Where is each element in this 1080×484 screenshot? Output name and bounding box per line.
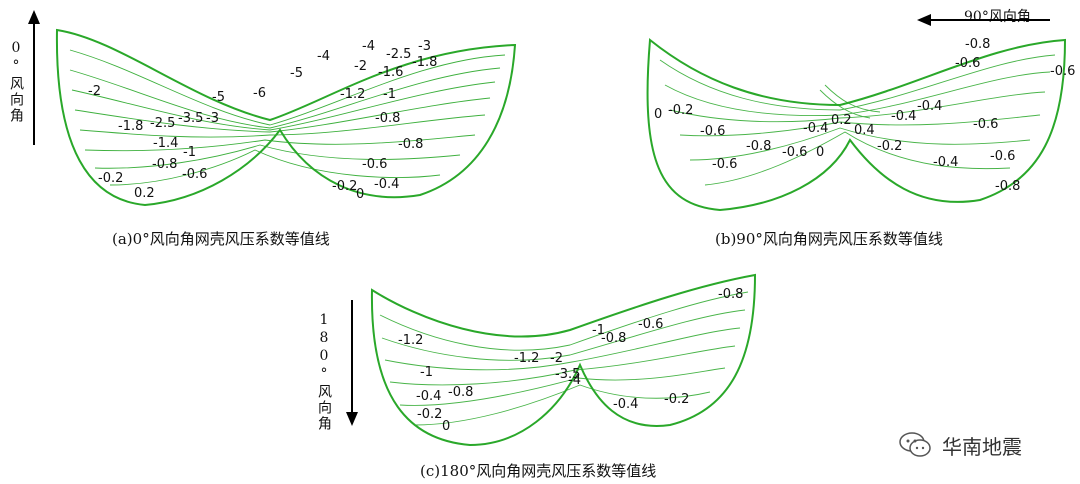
contour-value-label: -3 — [206, 111, 219, 126]
contour-value-label: 0 — [654, 107, 662, 122]
contour-value-label: -0.2 — [664, 392, 689, 407]
wechat-icon — [899, 432, 931, 457]
contour-value-label: -0.4 — [933, 155, 958, 170]
direction-arrow-c — [346, 300, 358, 426]
contour-value-label: -1.2 — [514, 351, 539, 366]
contour-values-a: -2-1.8-2.5-3.5-3-1.4-1-0.8-0.6-0.20.2-5-… — [88, 39, 437, 202]
contour-value-label: 0.4 — [854, 123, 875, 138]
contour-value-label: -0.8 — [152, 157, 177, 172]
contour-value-label: -0.2 — [417, 407, 442, 422]
contour-value-label: -0.4 — [891, 109, 916, 124]
contour-value-label: 0 — [356, 187, 364, 202]
contour-value-label: -0.4 — [803, 121, 828, 136]
contour-value-label: -2.5 — [150, 116, 175, 131]
contour-value-label: -0.8 — [398, 137, 423, 152]
contour-value-label: -1.2 — [398, 333, 423, 348]
contour-plot-c — [370, 273, 757, 447]
contour-plot-b — [646, 38, 1067, 212]
watermark: 华南地震 — [898, 430, 1022, 460]
contour-value-label: -2 — [354, 59, 367, 74]
contour-value-label: -4 — [317, 49, 330, 64]
contour-value-label: -0.6 — [955, 56, 980, 71]
contour-value-label: -1.8 — [118, 119, 143, 134]
contour-value-label: -0.6 — [362, 157, 387, 172]
watermark-text: 华南地震 — [942, 434, 1022, 459]
contour-value-label: -0.2 — [98, 171, 123, 186]
contour-values-c: -0.8-0.6-1.2-1-0.8-1.2-2-3.5-4-1-0.4-0.8… — [398, 287, 743, 434]
contour-value-label: -0.4 — [416, 389, 441, 404]
contour-value-label: -0.8 — [995, 179, 1020, 194]
contour-value-label: -5 — [290, 66, 303, 81]
contour-value-label: -1 — [592, 323, 605, 338]
contour-value-label: -0.6 — [990, 149, 1015, 164]
contour-value-label: -0.4 — [917, 99, 942, 114]
direction-arrow-b — [917, 14, 1050, 26]
contour-value-label: -0.4 — [613, 397, 638, 412]
direction-label-c: 180°风向角 — [316, 312, 332, 432]
panel-a: 0°风向角 -2-1.8-2.5-3.5-3-1.4-1-0.8-0.6-0.2… — [0, 0, 540, 250]
direction-arrow-a — [28, 10, 40, 145]
contour-value-label: -1.2 — [340, 87, 365, 102]
contour-value-label: -4 — [568, 373, 581, 388]
contour-value-label: -0.8 — [965, 37, 990, 52]
contour-value-label: -2.5 — [386, 47, 411, 62]
contour-value-label: -4 — [362, 39, 375, 54]
contour-value-label: 0 — [816, 145, 824, 160]
contour-value-label: -0.8 — [718, 287, 743, 302]
contour-value-label: -1 — [383, 87, 396, 102]
contour-value-label: -3.5 — [555, 367, 580, 382]
contour-value-label: -0.2 — [668, 103, 693, 118]
contour-value-label: -0.8 — [601, 331, 626, 346]
contour-plot-a — [55, 28, 517, 207]
contour-value-label: -2 — [550, 351, 563, 366]
caption-c: (c)180°风向角网壳风压系数等值线 — [420, 462, 657, 480]
contour-value-label: -1.8 — [412, 55, 437, 70]
contour-value-label: -5 — [212, 90, 225, 105]
contour-value-label: -0.8 — [375, 111, 400, 126]
contour-value-label: -1.6 — [378, 65, 403, 80]
caption-b: (b)90°风向角网壳风压系数等值线 — [715, 230, 943, 248]
contour-value-label: -0.6 — [638, 317, 663, 332]
contour-value-label: -0.2 — [332, 179, 357, 194]
contour-value-label: -1 — [183, 145, 196, 160]
contour-value-label: -6 — [253, 86, 266, 101]
panel-c: 180°风向角 -0.8-0.6-1.2-1-0.8-1.2-2-3.5-4-1… — [300, 260, 780, 484]
contour-value-label: 0 — [442, 419, 450, 434]
contour-value-label: -3.5 — [178, 111, 203, 126]
contour-value-label: -0.6 — [182, 167, 207, 182]
contour-value-label: -0.2 — [877, 139, 902, 154]
contour-value-label: -3 — [418, 39, 431, 54]
contour-value-label: -0.8 — [746, 139, 771, 154]
contour-value-label: -1 — [420, 365, 433, 380]
contour-value-label: -0.8 — [448, 385, 473, 400]
contour-values-b: -0.8 -0.6 -0.6 0 -0.2 -0.6 -0.8 -0.6 -0.6 -0.4 0 0.… — [654, 37, 1075, 194]
contour-value-label: 0.2 — [831, 113, 852, 128]
contour-value-label: -0.6 — [782, 145, 807, 160]
contour-value-label: -0.4 — [374, 177, 399, 192]
contour-value-label: -0.6 — [712, 157, 737, 172]
direction-label-a: 0°风向角 — [8, 40, 24, 124]
contour-value-label: -1.4 — [153, 136, 178, 151]
contour-value-label: -0.6 — [700, 124, 725, 139]
contour-value-label: -0.6 — [1050, 64, 1075, 79]
contour-value-label: 0.2 — [134, 186, 155, 201]
caption-a: (a)0°风向角网壳风压系数等值线 — [112, 230, 330, 248]
contour-value-label: -0.6 — [973, 117, 998, 132]
contour-value-label: -2 — [88, 84, 101, 99]
